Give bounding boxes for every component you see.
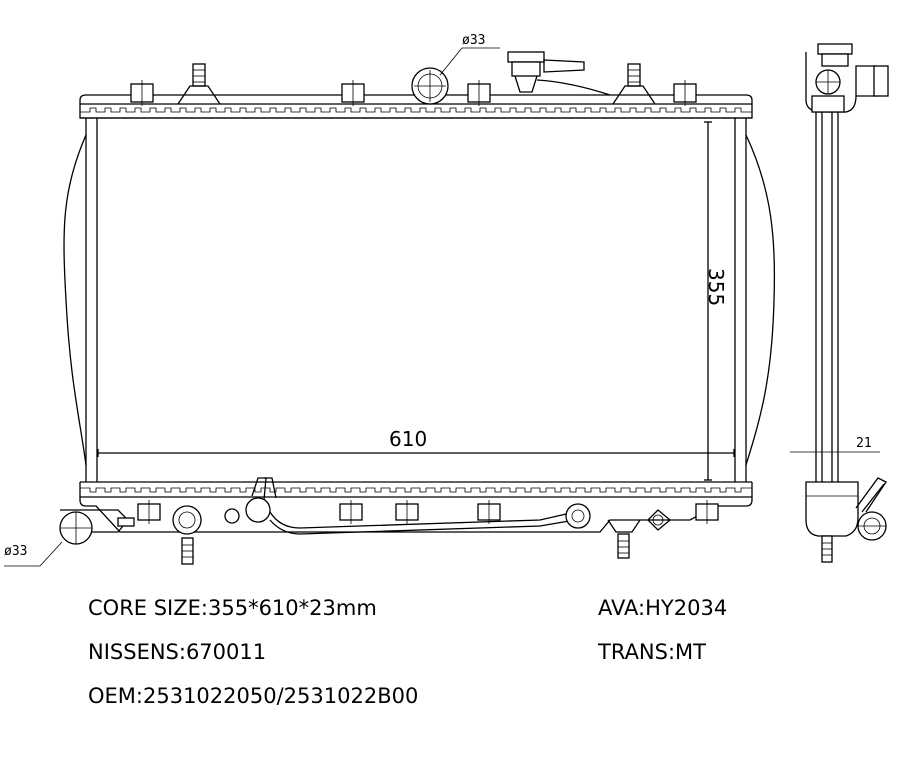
height-dimension: 355 [704, 121, 728, 481]
top-mounting-pin-left [177, 63, 221, 105]
oil-cooler-lines [224, 477, 591, 535]
width-dimension: 610 [97, 427, 735, 457]
bottom-diameter-label: ø33 [4, 544, 27, 559]
bottom-clip-5 [695, 500, 719, 524]
side-view: 21 [790, 43, 889, 563]
front-view: ø33 355 610 [4, 33, 776, 567]
top-clip-2 [341, 80, 365, 106]
top-clip-3 [467, 80, 491, 106]
bottom-clip-4 [477, 500, 501, 524]
drain-plug [647, 509, 672, 531]
top-clip-1 [130, 80, 154, 106]
top-mounting-pin-right [612, 63, 656, 105]
bottom-clip-2 [339, 500, 363, 524]
bottom-clip-3 [395, 500, 419, 524]
depth-dimension-label: 21 [856, 436, 872, 451]
bottom-mounting-pin-left [172, 505, 202, 565]
top-clip-4 [673, 80, 697, 106]
bottom-tank [79, 481, 753, 533]
height-dimension-label: 355 [704, 268, 728, 306]
trans-spec: TRANS:MT [598, 640, 706, 664]
bottom-mounting-pin-right [607, 519, 641, 559]
bottom-clip-1 [137, 500, 161, 524]
oem-spec: OEM:2531022050/2531022B00 [88, 684, 419, 708]
top-inlet-pipe [411, 67, 449, 105]
radiator-core [63, 118, 776, 482]
radiator-drawing: ø33 355 610 [4, 33, 889, 567]
filler-cap [507, 51, 611, 96]
bottom-outlet-pipe: ø33 [4, 509, 135, 567]
top-diameter-callout: ø33 [439, 33, 500, 76]
nissens-spec: NISSENS:670011 [88, 640, 267, 664]
top-diameter-label: ø33 [462, 33, 485, 48]
core-size-spec: CORE SIZE:355*610*23mm [88, 596, 377, 620]
ava-spec: AVA:HY2034 [598, 596, 728, 620]
width-dimension-label: 610 [389, 427, 427, 451]
